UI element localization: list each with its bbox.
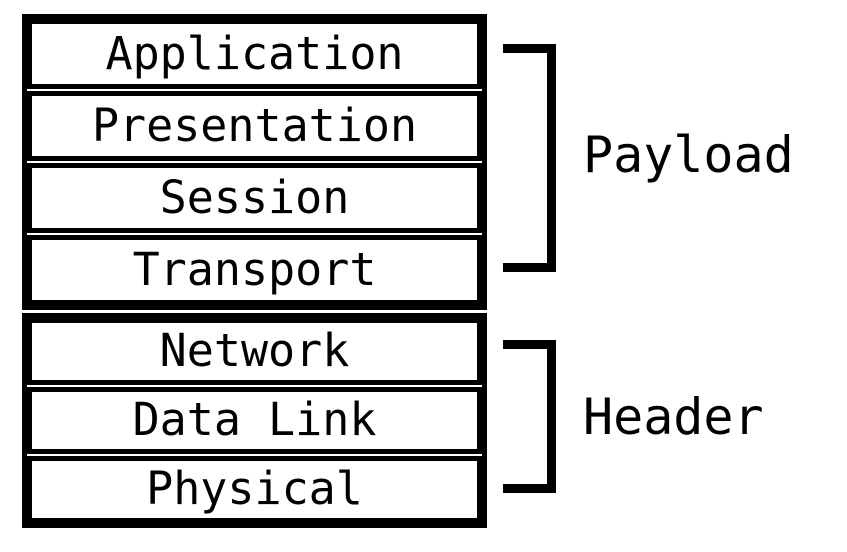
header-label: Header xyxy=(583,388,764,446)
layer-box-session: Session xyxy=(27,163,482,233)
header-group-box: Network Data Link Physical xyxy=(22,313,487,528)
layer-label-application: Application xyxy=(105,26,404,80)
layer-box-data-link: Data Link xyxy=(27,387,482,454)
layer-label-data-link: Data Link xyxy=(132,393,377,446)
layer-stack: Application Presentation Session Transpo… xyxy=(22,14,487,528)
payload-label: Payload xyxy=(583,126,794,184)
layer-box-network: Network xyxy=(27,318,482,385)
header-bracket xyxy=(503,340,556,493)
layer-box-presentation: Presentation xyxy=(27,91,482,161)
payload-bracket xyxy=(503,44,556,272)
layer-box-transport: Transport xyxy=(27,235,482,305)
layer-label-network: Network xyxy=(159,324,350,377)
layer-box-physical: Physical xyxy=(27,456,482,523)
layer-label-presentation: Presentation xyxy=(91,98,418,152)
payload-group-box: Application Presentation Session Transpo… xyxy=(22,14,487,310)
layer-label-session: Session xyxy=(159,170,350,224)
layer-label-transport: Transport xyxy=(132,242,377,296)
layer-box-application: Application xyxy=(27,19,482,89)
layer-label-physical: Physical xyxy=(146,462,363,515)
